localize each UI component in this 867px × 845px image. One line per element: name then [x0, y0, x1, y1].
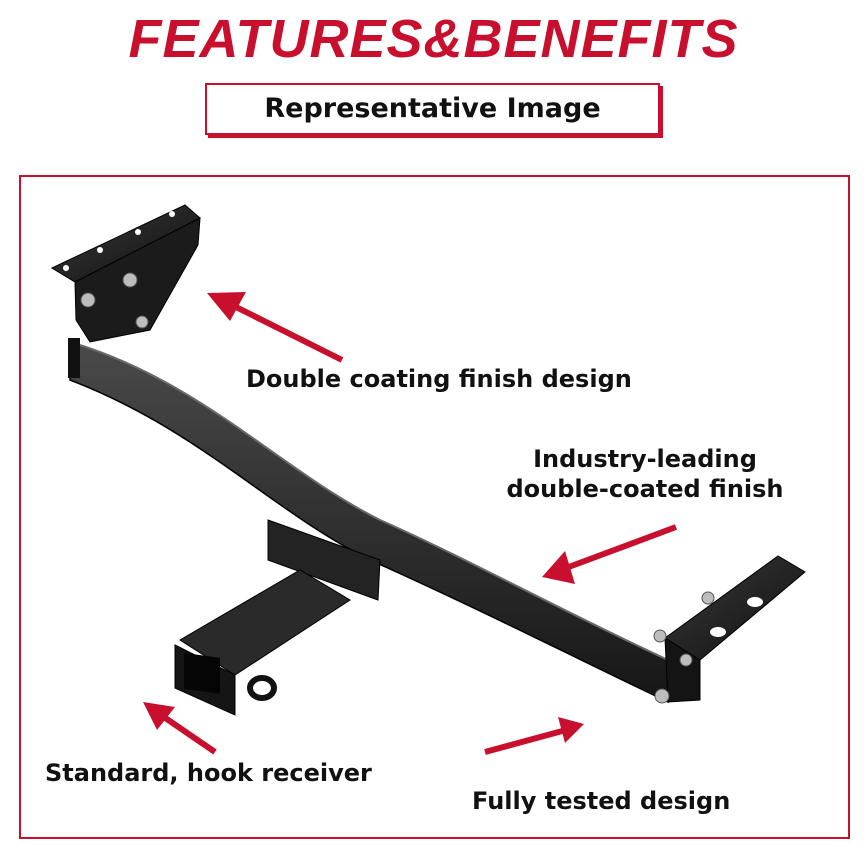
right-mounting-bracket — [653, 555, 806, 704]
features-benefits-headline: FEATURES&BENEFITS — [128, 9, 739, 69]
callout-industry-leading: Industry-leading double-coated finish — [506, 445, 784, 503]
arrow-tested — [484, 717, 584, 755]
receiver-tube — [174, 519, 381, 716]
callout-hook-receiver: Standard, hook receiver — [45, 759, 372, 787]
representative-image-box — [205, 83, 660, 135]
callout-fully-tested: Fully tested design — [472, 787, 731, 815]
representative-image-label: Representative Image — [264, 93, 601, 124]
left-mounting-bracket — [50, 204, 201, 343]
callout-double-coating: Double coating finish design — [246, 365, 632, 393]
product-frame — [19, 175, 850, 839]
cross-bar — [68, 338, 669, 704]
arrow-industry — [542, 524, 678, 584]
arrow-coating — [207, 292, 344, 363]
arrow-receiver — [143, 702, 217, 755]
